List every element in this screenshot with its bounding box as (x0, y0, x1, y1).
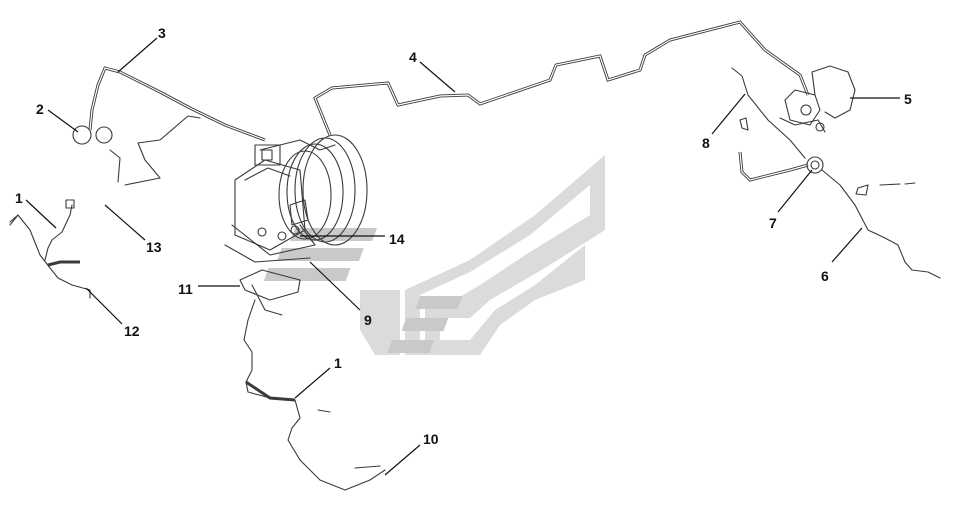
callout-12: 12 (124, 323, 140, 339)
callout-9: 9 (364, 312, 372, 328)
brake-booster-assembly (224, 134, 368, 263)
callout-3: 3 (158, 25, 166, 41)
brake-line-12 (9, 199, 91, 299)
watermark-logo (263, 155, 605, 355)
leader-lines (25, 37, 900, 476)
brake-line-3 (72, 66, 266, 186)
callout-4: 4 (409, 49, 417, 65)
callout-labels: 1 1 2 3 4 5 6 7 8 9 10 11 12 13 14 (15, 25, 912, 447)
callout-14: 14 (389, 231, 405, 247)
rear-brake-assembly (731, 65, 941, 279)
callout-11: 11 (178, 281, 193, 297)
callout-5: 5 (904, 91, 912, 107)
callout-2: 2 (36, 101, 44, 117)
brake-line-4 (313, 20, 810, 136)
callout-10: 10 (423, 431, 439, 447)
callout-1-bottom: 1 (334, 355, 342, 371)
callout-13: 13 (146, 239, 162, 255)
callout-7: 7 (769, 215, 777, 231)
callout-1-left: 1 (15, 190, 23, 206)
callout-8: 8 (702, 135, 710, 151)
callout-6: 6 (821, 268, 829, 284)
brake-line-10 (239, 269, 386, 491)
